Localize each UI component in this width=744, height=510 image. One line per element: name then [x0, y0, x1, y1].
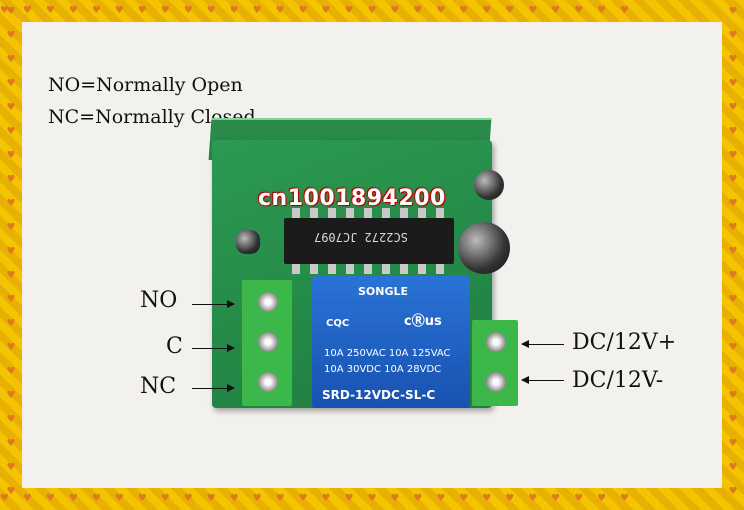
relay-pcb: SC2272 JC7097 SONGLE CQC cⓇus 10A 250VAC…	[212, 140, 518, 408]
chip-pin	[436, 208, 444, 218]
label-c: C	[166, 334, 183, 359]
relay-cert-cqc: CQC	[326, 318, 350, 329]
chip-pin	[436, 264, 444, 274]
decoder-chip: SC2272 JC7097	[284, 208, 454, 274]
label-nc: NC	[140, 374, 177, 399]
arrow-dc-plus	[521, 340, 564, 348]
chip-pin	[382, 264, 390, 274]
arrow-c	[192, 344, 235, 352]
chip-pin	[364, 264, 372, 274]
relay-brand: SONGLE	[358, 285, 409, 298]
screw-dc-minus	[486, 372, 506, 392]
chip-pin	[328, 264, 336, 274]
label-no: NO	[140, 288, 178, 313]
heart-border-right: ♥♥♥♥♥♥♥♥♥♥♥♥♥♥♥♥♥♥♥♥♥	[728, 6, 738, 497]
transistor	[236, 230, 260, 254]
relay-rating-dc: 10A 30VDC 10A 28VDC	[324, 364, 442, 375]
power-terminal-block	[472, 320, 518, 406]
chip-pin	[382, 208, 390, 218]
capacitor-small	[474, 170, 504, 200]
chip-pin	[310, 264, 318, 274]
chip-pin	[292, 208, 300, 218]
watermark: cn1001894200	[258, 186, 446, 211]
arrow-nc	[192, 384, 235, 392]
chip-pin	[346, 264, 354, 274]
chip-pin	[400, 264, 408, 274]
chip-pin	[328, 208, 336, 218]
heart-border-left: ♥♥♥♥♥♥♥♥♥♥♥♥♥♥♥♥♥♥♥♥♥	[6, 6, 16, 497]
heart-border-top: ♥♥♥♥♥♥♥♥♥♥♥♥♥♥♥♥♥♥♥♥♥♥♥♥♥♥♥♥	[0, 5, 644, 16]
screw-nc	[258, 372, 278, 392]
screw-no	[258, 292, 278, 312]
chip-pin	[292, 264, 300, 274]
label-dc-minus: DC/12V-	[572, 368, 664, 393]
label-dc-plus: DC/12V+	[572, 330, 677, 355]
chip-pin	[346, 208, 354, 218]
relay-cert-ul: cⓇus	[404, 314, 442, 329]
chip-pin	[400, 208, 408, 218]
arrow-dc-minus	[521, 376, 564, 384]
relay-module: SONGLE CQC cⓇus 10A 250VAC 10A 125VAC 10…	[312, 276, 470, 408]
legend-normally-closed: NC=Normally Closed	[48, 106, 256, 128]
chip-pin	[310, 208, 318, 218]
chip-pin	[418, 264, 426, 274]
chip-pin	[364, 208, 372, 218]
relay-rating-ac: 10A 250VAC 10A 125VAC	[324, 348, 451, 359]
arrow-no	[192, 300, 235, 308]
screw-dc-plus	[486, 332, 506, 352]
chip-label: SC2272 JC7097	[314, 230, 408, 244]
output-terminal-block	[242, 280, 292, 406]
legend-normally-open: NO=Normally Open	[48, 74, 243, 96]
heart-border-bottom: ♥♥♥♥♥♥♥♥♥♥♥♥♥♥♥♥♥♥♥♥♥♥♥♥♥♥♥♥	[0, 493, 644, 504]
chip-pin	[418, 208, 426, 218]
screw-c	[258, 332, 278, 352]
relay-model: SRD-12VDC-SL-C	[322, 388, 436, 402]
capacitor-large	[458, 222, 510, 274]
